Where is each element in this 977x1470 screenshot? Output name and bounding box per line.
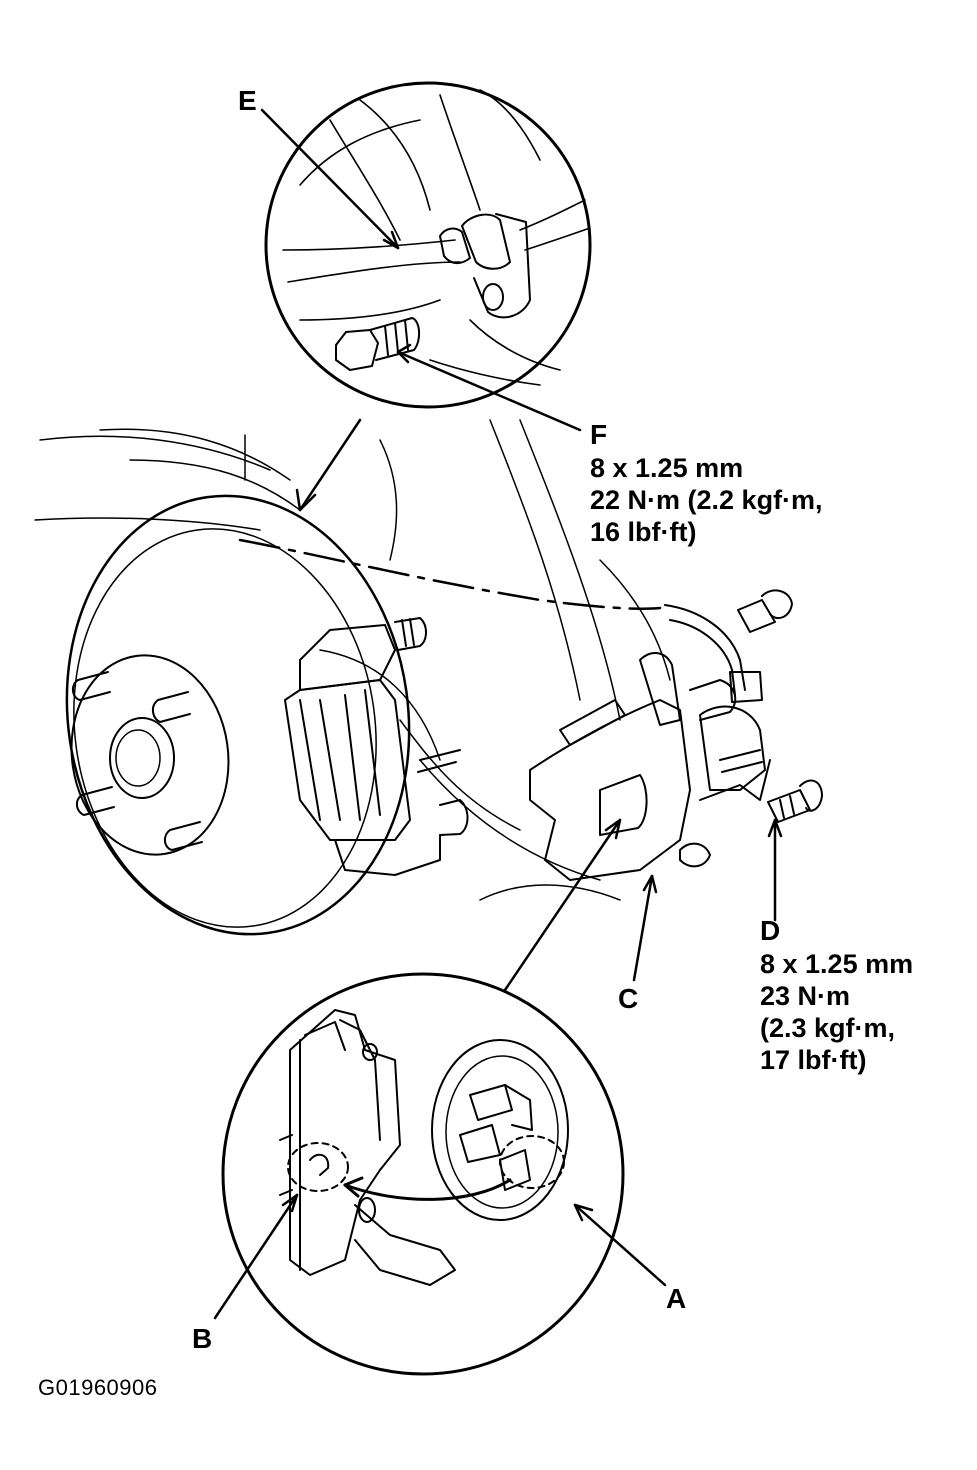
callout-leaders bbox=[213, 108, 783, 1320]
callout-label-d: D bbox=[760, 915, 781, 946]
caliper-body bbox=[529, 652, 771, 881]
bolt-d bbox=[767, 779, 823, 823]
callout-label-f: F bbox=[590, 419, 608, 450]
caliper-bracket bbox=[284, 617, 469, 876]
detail-circle-bottom bbox=[221, 972, 625, 1376]
brake-pad-detail bbox=[279, 1009, 456, 1286]
piston-detail bbox=[431, 1039, 569, 1221]
callout-label-a: A bbox=[666, 1283, 687, 1314]
spec-d-line-1: 8 x 1.25 mm bbox=[760, 949, 914, 979]
main-assembly bbox=[34, 418, 823, 936]
spec-d-line-4: 17 lbf·ft) bbox=[760, 1045, 867, 1075]
spec-f: 8 x 1.25 mm 22 N·m (2.2 kgf·m, 16 lbf·ft… bbox=[590, 452, 823, 548]
callout-label-b: B bbox=[192, 1323, 213, 1354]
spec-d-line-3: (2.3 kgf·m, bbox=[760, 1013, 896, 1043]
spec-d-line-2: 23 N·m bbox=[760, 981, 851, 1011]
bolt-f-detail bbox=[335, 317, 420, 371]
bolt-top-right bbox=[737, 589, 793, 633]
alignment-guide-line bbox=[238, 538, 662, 610]
brake-disc bbox=[65, 494, 411, 936]
callout-label-c: C bbox=[618, 983, 639, 1014]
detail-circle-top bbox=[264, 81, 592, 409]
figure-code: G01960906 bbox=[38, 1375, 158, 1400]
spec-f-line-1: 8 x 1.25 mm bbox=[590, 453, 744, 483]
spec-f-line-2: 22 N·m (2.2 kgf·m, bbox=[590, 485, 823, 515]
spec-f-line-3: 16 lbf·ft) bbox=[590, 517, 697, 547]
callout-label-e: E bbox=[238, 85, 257, 116]
spec-d: 8 x 1.25 mm 23 N·m (2.3 kgf·m, 17 lbf·ft… bbox=[760, 948, 913, 1076]
brake-hose bbox=[664, 604, 763, 703]
